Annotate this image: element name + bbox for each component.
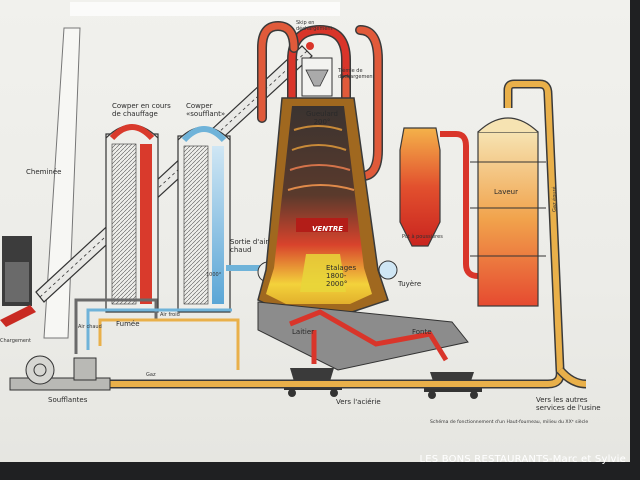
ore-skip-left [0, 236, 36, 327]
casting-floor [257, 301, 469, 371]
blast-furnace-poster: Cheminée Cowper en cours de chauffage Co… [0, 0, 630, 462]
label-loading: Chargement [0, 338, 32, 344]
label-loading-skip: Skip en déchargement [296, 20, 333, 32]
gas-uptakes [257, 20, 383, 182]
label-crucible: Laitier [292, 328, 315, 336]
label-cowper-heating: Cowper en cours de chauffage [112, 102, 171, 118]
label-belly: VENTRE [312, 225, 344, 233]
label-bosh: Etalages 1800-2000° [326, 264, 357, 288]
label-fumes: Fumée [116, 320, 140, 328]
label-throat: Gueulard 200° [305, 110, 339, 126]
glass-glare [70, 2, 340, 16]
label-cowper-blowing: Cowper «soufflant» [186, 102, 226, 118]
poster-caption: Schéma de fonctionnement d'un Haut-fourn… [430, 420, 589, 425]
label-tuyere: Tuyère [398, 280, 422, 288]
scrubber-tower [470, 117, 546, 307]
label-chimney: Cheminée [26, 168, 62, 176]
label-hopper: Trémie de déchargement [338, 68, 375, 80]
cowper-blowing [177, 126, 231, 313]
watermark-text: LES BONS RESTAURANTS-Marc et Sylvie [419, 454, 626, 465]
furnace-throat [301, 42, 333, 97]
label-air-temp: 1000° [206, 272, 222, 278]
label-cast-iron: Fonte [412, 328, 432, 336]
label-hot-air-outlet: Sortie d'air chaud [230, 238, 269, 254]
dust-catcher [399, 127, 479, 279]
blast-furnace [257, 97, 389, 313]
label-scrubber: Laveur [494, 188, 518, 196]
blowers [9, 355, 111, 391]
label-blowers: Soufflantes [48, 396, 88, 404]
cowper-heating [105, 124, 159, 313]
label-to-services: Vers les autres services de l'usine [536, 396, 601, 412]
label-gas-tube: Gaz épuré [552, 186, 558, 212]
lower-piping [74, 298, 240, 370]
label-to-steelworks: Vers l'aciérie [336, 398, 381, 406]
tuyere [378, 260, 398, 280]
diagram-canvas [0, 2, 587, 399]
label-hot-air: Air chaud [78, 324, 102, 330]
label-cold-air: Air froid [160, 312, 180, 318]
label-gas: Gaz [146, 372, 156, 378]
label-dust-catcher: Pot à poussières [402, 234, 443, 240]
